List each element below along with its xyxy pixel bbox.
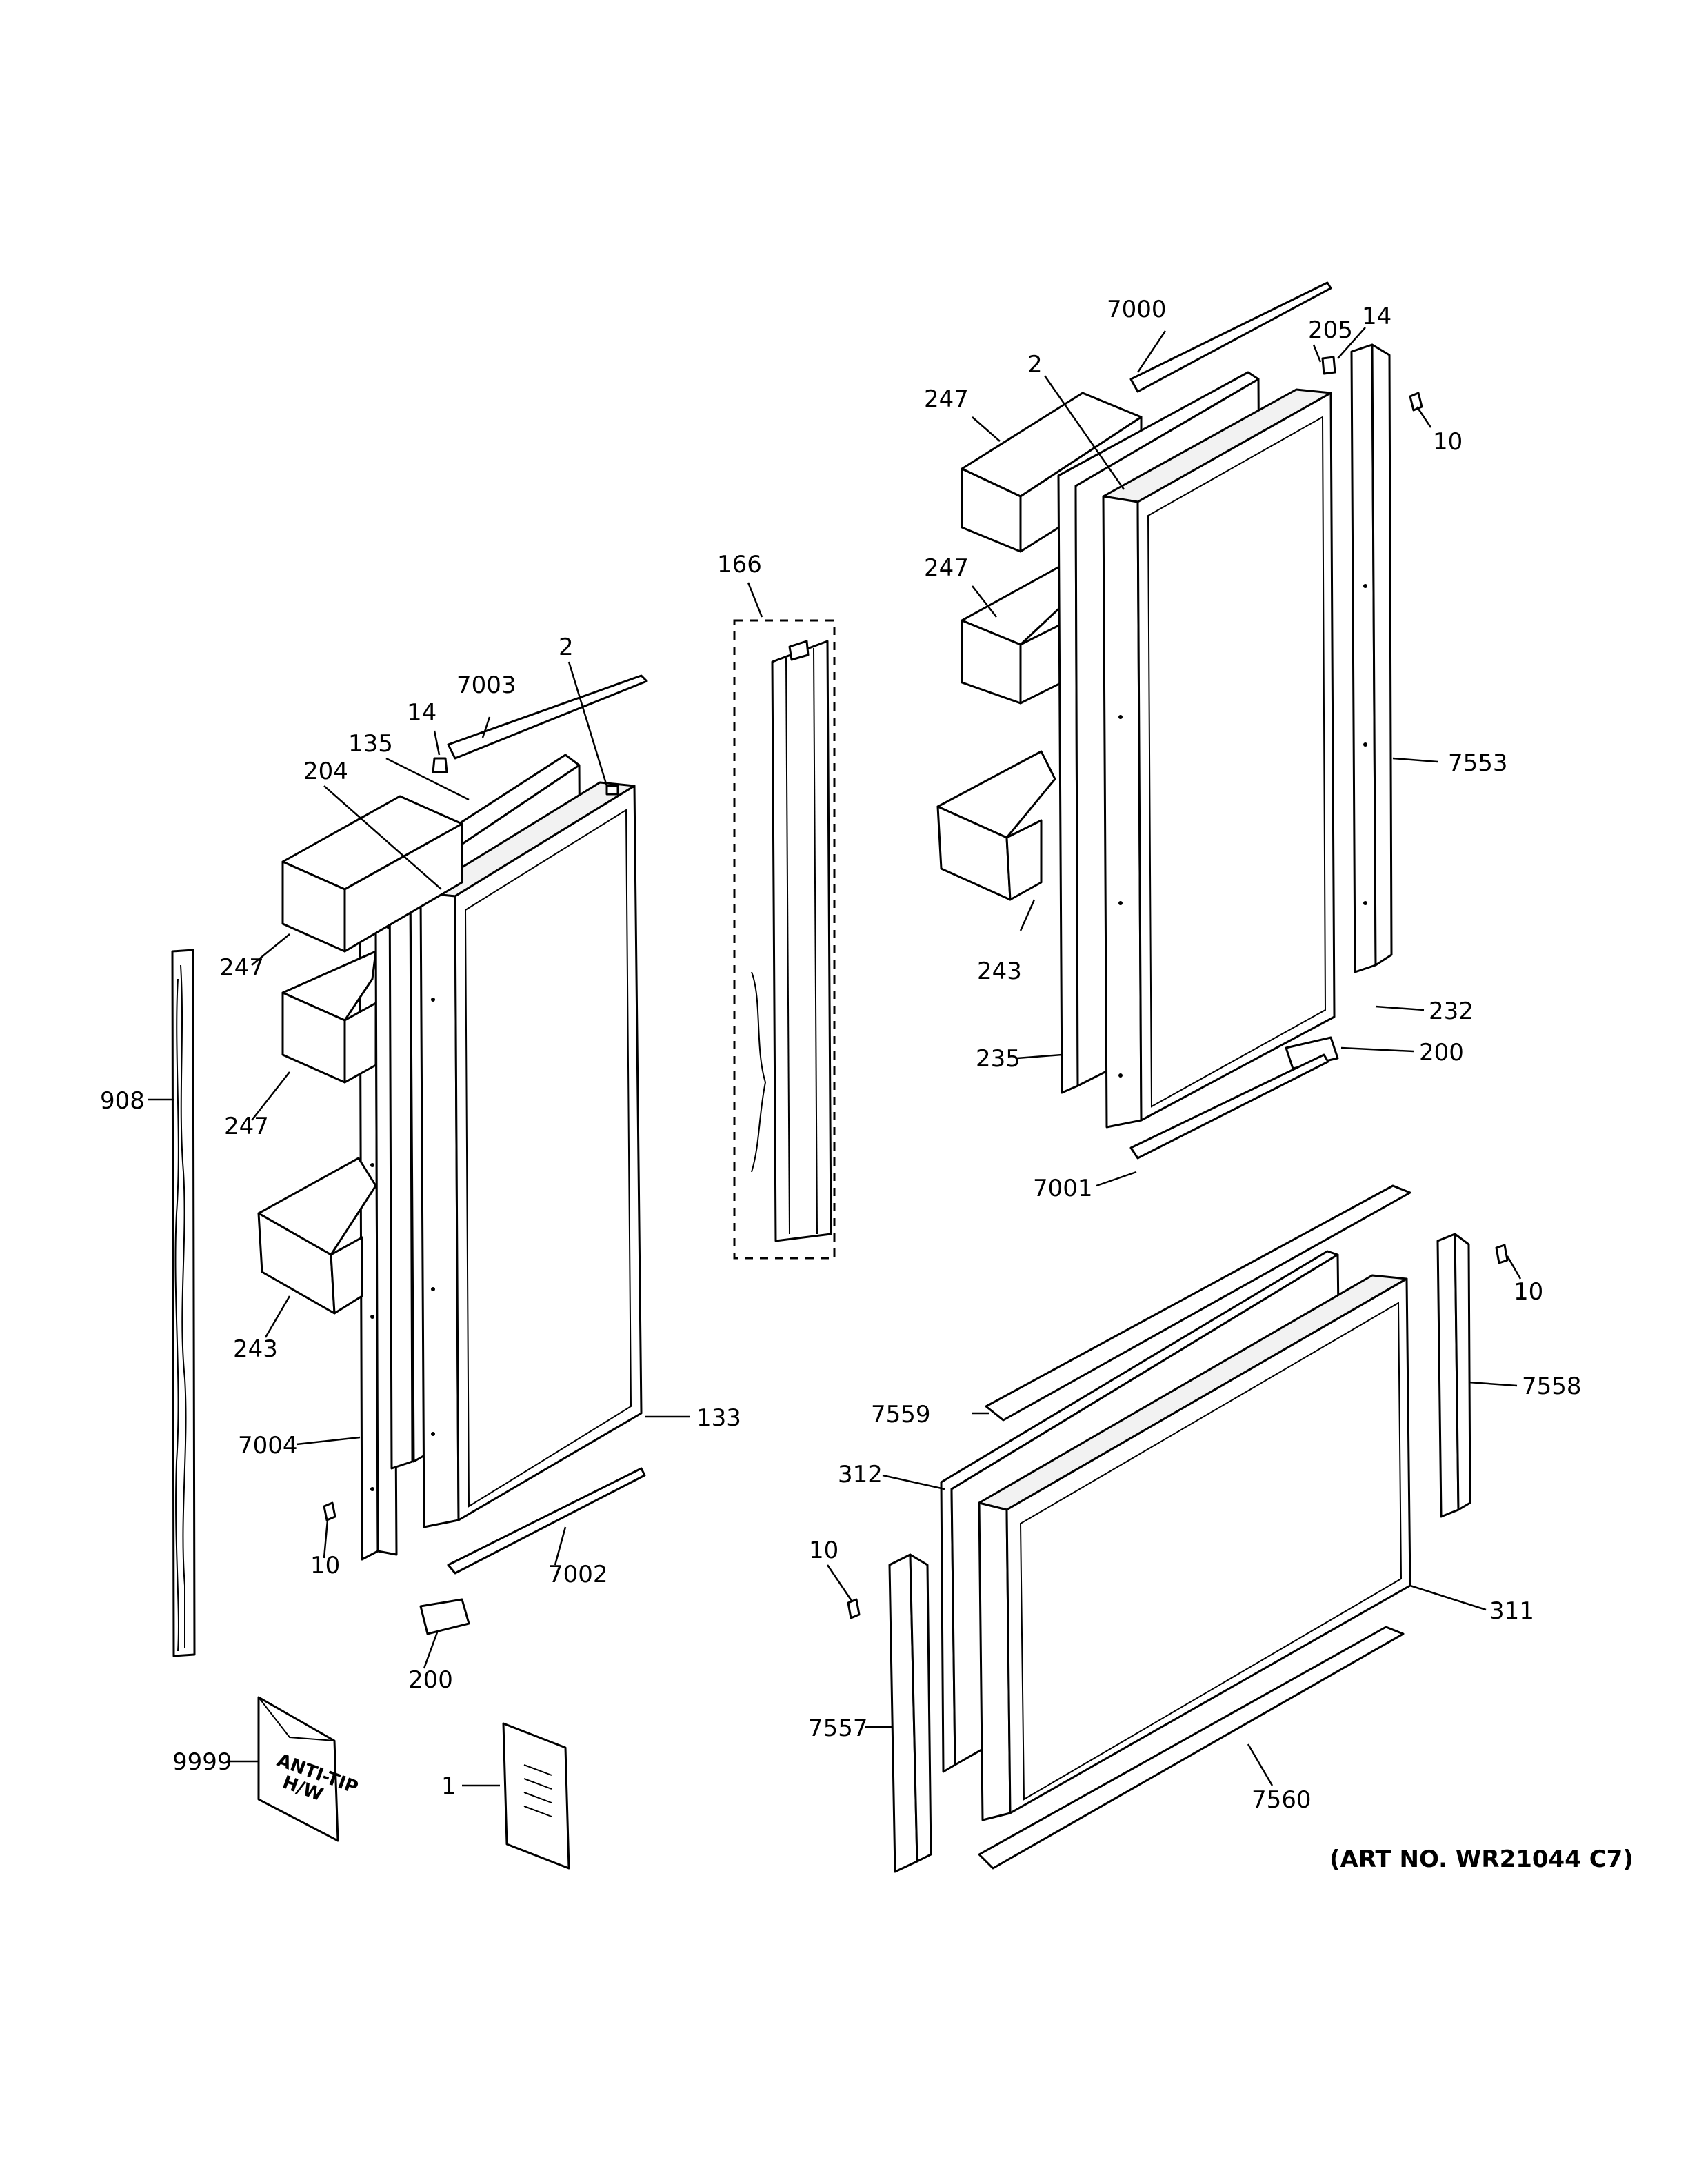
callout-7001: 7001 bbox=[1033, 1175, 1093, 1202]
callout-10-left: 10 bbox=[310, 1552, 340, 1579]
screw-10-right-lower bbox=[1495, 1244, 1509, 1264]
trim-7001 bbox=[1129, 1053, 1329, 1160]
callout-204: 204 bbox=[303, 758, 348, 785]
callout-10-right-lower: 10 bbox=[1514, 1278, 1543, 1306]
lower-right-drawer-assembly bbox=[847, 1184, 1509, 1873]
callout-2-right: 2 bbox=[1027, 351, 1043, 378]
right-door-232 bbox=[1102, 388, 1336, 1129]
leader-lines bbox=[148, 327, 1522, 1787]
left-door-133 bbox=[419, 781, 643, 1528]
screw-14-left bbox=[432, 757, 448, 774]
drawer-front-311 bbox=[978, 1274, 1411, 1821]
trim-7557 bbox=[888, 1553, 932, 1873]
callout-7558: 7558 bbox=[1522, 1373, 1582, 1400]
callout-135: 135 bbox=[348, 730, 393, 758]
trim-7558 bbox=[1436, 1233, 1471, 1518]
callout-200-right: 200 bbox=[1419, 1039, 1464, 1066]
callout-7559: 7559 bbox=[871, 1401, 931, 1428]
art-number: (ART NO. WR21044 C7) bbox=[1329, 1846, 1634, 1873]
callout-7560: 7560 bbox=[1252, 1786, 1312, 1814]
callout-7000: 7000 bbox=[1107, 296, 1167, 323]
left-bin-247-mid bbox=[281, 950, 377, 1084]
right-bin-247-mid bbox=[961, 564, 1077, 705]
callout-133: 133 bbox=[696, 1404, 741, 1432]
callout-10-right-top: 10 bbox=[1433, 428, 1463, 456]
screw-14-right bbox=[1321, 356, 1336, 375]
callout-7553: 7553 bbox=[1448, 749, 1508, 777]
callout-10-bottom: 10 bbox=[809, 1537, 838, 1564]
right-bin-243 bbox=[936, 750, 1056, 901]
trim-7559 bbox=[985, 1184, 1411, 1422]
screw-10-right-top bbox=[1409, 392, 1423, 412]
callout-166: 166 bbox=[717, 551, 762, 578]
callout-243-right: 243 bbox=[977, 958, 1022, 985]
left-bin-243 bbox=[257, 1157, 377, 1315]
screw-10-bottom bbox=[847, 1598, 861, 1619]
callout-9999: 9999 bbox=[172, 1748, 232, 1776]
callout-232: 232 bbox=[1429, 998, 1474, 1025]
callout-908: 908 bbox=[100, 1087, 145, 1115]
callout-205: 205 bbox=[1308, 316, 1353, 344]
callout-311: 311 bbox=[1489, 1597, 1534, 1625]
trim-7003 bbox=[447, 674, 648, 760]
owner-manual-1 bbox=[502, 1722, 570, 1870]
callout-247-right-top: 247 bbox=[924, 385, 969, 413]
callout-247-left-mid: 247 bbox=[224, 1113, 269, 1140]
trim-7560 bbox=[978, 1626, 1405, 1870]
callout-7002: 7002 bbox=[548, 1561, 608, 1588]
callout-235: 235 bbox=[976, 1045, 1021, 1073]
left-door-assembly bbox=[171, 674, 648, 1657]
anti-tip-bag-9999: ANTI-TIP H/W bbox=[257, 1696, 361, 1842]
callout-1: 1 bbox=[441, 1772, 456, 1800]
trim-7000 bbox=[1129, 281, 1332, 393]
callout-14-left: 14 bbox=[407, 699, 436, 727]
trim-7002 bbox=[447, 1467, 646, 1575]
callout-7004: 7004 bbox=[238, 1432, 298, 1459]
trim-7553 bbox=[1350, 343, 1393, 973]
upper-right-door-assembly bbox=[936, 281, 1423, 1160]
callout-2-left: 2 bbox=[559, 634, 574, 661]
gasket-908 bbox=[171, 949, 196, 1657]
callout-243-left: 243 bbox=[233, 1335, 278, 1363]
screw-10-left bbox=[323, 1502, 336, 1521]
callout-14-right: 14 bbox=[1362, 303, 1391, 330]
handle-column-166 bbox=[733, 619, 836, 1260]
callout-247-left-top: 247 bbox=[219, 954, 264, 982]
callout-7003: 7003 bbox=[456, 671, 516, 699]
callout-7557: 7557 bbox=[808, 1715, 868, 1742]
callout-labels: 7000 205 14 2 247 10 166 247 2 7003 14 1… bbox=[100, 296, 1582, 1814]
hinge-200-left bbox=[419, 1598, 470, 1635]
left-bin-247-top bbox=[281, 795, 463, 953]
callout-200-left: 200 bbox=[408, 1666, 453, 1694]
callout-247-right-mid: 247 bbox=[924, 554, 969, 582]
callout-312: 312 bbox=[838, 1461, 883, 1488]
